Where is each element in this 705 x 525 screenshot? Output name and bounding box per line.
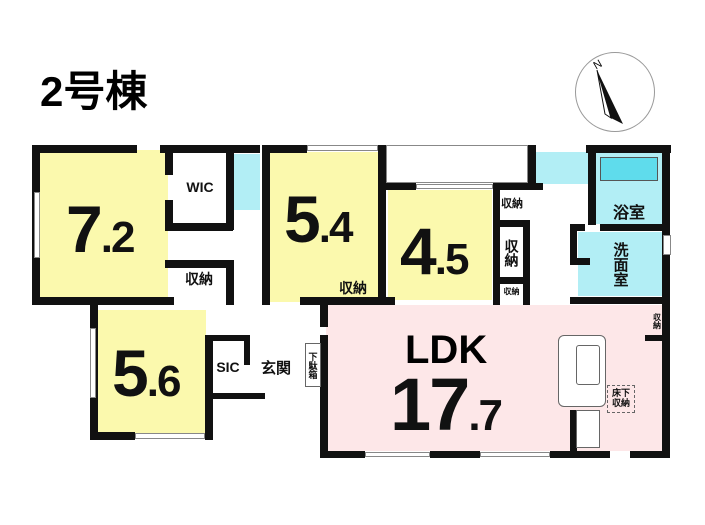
window (480, 452, 550, 457)
wall (570, 297, 670, 304)
wic-label: WIC (186, 179, 214, 195)
storage-label: 収納 (185, 271, 213, 287)
entrance-label: 玄関 (260, 359, 291, 377)
wall (570, 224, 577, 264)
underfloor-storage-label: 床下収納 (607, 385, 635, 413)
wall (205, 335, 250, 341)
wall (165, 223, 233, 231)
wall (32, 297, 174, 305)
room-5-6 (98, 310, 206, 436)
compass-icon: N (575, 52, 655, 132)
room-7-2-size: 7.2 (66, 192, 135, 266)
wall (378, 145, 386, 305)
stove-icon (576, 410, 600, 448)
storage-label: 収納 (503, 238, 520, 267)
wall (588, 145, 596, 225)
wall (205, 393, 265, 399)
ldk-label: LDK (405, 328, 488, 372)
wall (493, 183, 543, 190)
toilet-1 (234, 154, 260, 210)
window (663, 235, 671, 255)
building-title: 2号棟 (40, 68, 148, 115)
room-4-5 (388, 190, 492, 300)
wall (90, 432, 135, 440)
wall (320, 451, 365, 458)
wall (165, 260, 233, 268)
room-7-2 (36, 150, 168, 300)
ldk-size: 17.7 (390, 363, 503, 446)
window (135, 433, 205, 439)
wall (493, 183, 500, 305)
wall (165, 200, 173, 230)
storage-label: 収納 (501, 198, 523, 210)
sic-label: SIC (216, 359, 240, 375)
wall (378, 183, 416, 190)
wall (430, 451, 480, 458)
wall (493, 277, 530, 284)
wall (300, 297, 395, 305)
wall (244, 335, 250, 365)
room-5-6-size: 5.6 (112, 336, 181, 410)
window (307, 145, 378, 151)
window (34, 192, 40, 258)
wall (262, 145, 307, 153)
room-5-4 (270, 152, 378, 302)
wall (320, 297, 328, 327)
wall (630, 451, 670, 458)
wall (160, 145, 260, 153)
wall (226, 260, 234, 305)
bathroom-label: 浴室 (612, 205, 645, 222)
storage-label: 収納 (339, 280, 367, 296)
balcony (386, 145, 528, 183)
bathtub-icon (600, 157, 658, 181)
window (365, 452, 430, 457)
wall (493, 220, 530, 227)
wall (570, 224, 585, 231)
wall (570, 258, 590, 265)
toilet-2 (536, 152, 588, 184)
washroom-label: 洗面室 (611, 241, 629, 287)
ldk (326, 305, 664, 451)
wall (550, 451, 610, 458)
sink-icon (576, 345, 600, 385)
wall (262, 145, 270, 305)
wall (165, 145, 173, 175)
wall (528, 145, 536, 190)
window (90, 328, 96, 398)
storage-label: 収納 (503, 286, 520, 296)
wall (320, 335, 328, 457)
room-4-5-size: 4.5 (400, 214, 469, 288)
wall (226, 145, 234, 230)
window (416, 184, 493, 189)
wall (570, 410, 577, 455)
wall (586, 145, 671, 153)
wall (523, 220, 530, 305)
storage-label: 収納 (652, 313, 662, 329)
wic (172, 152, 228, 224)
shoe-cabinet-label: 下駄箱 (305, 343, 321, 387)
room-5-4-size: 5.4 (284, 182, 353, 256)
wall (645, 335, 665, 341)
wall (32, 145, 137, 153)
wall (205, 335, 213, 440)
wall (600, 224, 670, 231)
washroom (578, 232, 662, 296)
